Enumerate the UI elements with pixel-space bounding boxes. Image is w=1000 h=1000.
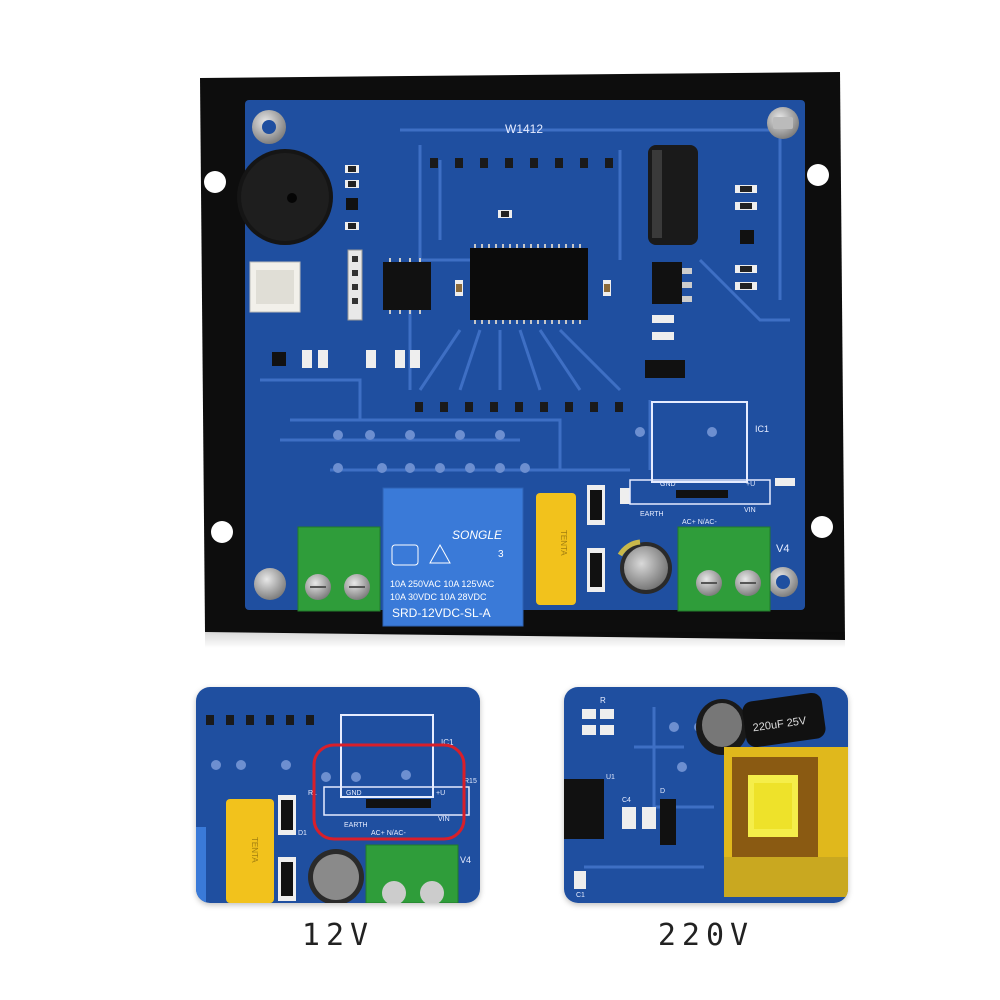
inset-220uf-capacitor [742, 692, 826, 748]
relay-rating-2: 10A 30VDC 10A 28VDC [390, 592, 487, 602]
top-pin-row [430, 158, 613, 168]
main-ic [470, 248, 588, 320]
inset-v4-label: V4 [460, 855, 471, 865]
ac-label: AC+ N/AC- [682, 519, 717, 526]
bottom-pin-row [415, 402, 623, 412]
relay-rating-1: 10A 250VAC 10A 125VAC [390, 579, 495, 589]
board-model-label: W1412 [505, 122, 543, 136]
inset-12v-photo: IC1 GND +U EARTH VIN AC+ N/AC- R15 R1 D1… [196, 687, 480, 903]
gnd-label: GND [660, 481, 676, 488]
inset-220v-photo: R U1 C4 D C1 220uF 25V [564, 687, 848, 903]
bracket-hole [807, 164, 829, 186]
inset-c1-label: C1 [576, 892, 585, 899]
caption-12v: 12V [301, 918, 375, 953]
bracket-hole [811, 516, 833, 538]
inset-r-label: R [600, 696, 606, 705]
inset-d1-label: D1 [298, 830, 307, 837]
fuse [536, 493, 576, 605]
pcb-traces [260, 128, 790, 472]
small-ic [383, 262, 431, 310]
highlight-ring [312, 743, 466, 841]
bracket-hole [204, 171, 226, 193]
inset-vin-label: VIN [438, 816, 450, 823]
inset-plus-label: +U [436, 790, 445, 797]
relay-part: SRD-12VDC-SL-A [392, 606, 491, 620]
voltage-regulator [652, 262, 682, 304]
plus-u-label: +U [746, 481, 755, 488]
terminal-block-left [297, 526, 381, 612]
inset-fuse [226, 799, 274, 903]
vin-label: VIN [744, 507, 756, 514]
fuse-text: TENTA [559, 530, 568, 556]
inset-c4-label: C4 [622, 797, 631, 804]
bracket-hole [211, 521, 233, 543]
inset-ic1-label: IC1 [441, 738, 454, 747]
relay-brand: SONGLE [452, 528, 503, 542]
main-board-photo: W1412 [200, 72, 845, 648]
inset-gnd-label: GND [346, 790, 362, 797]
relay [382, 487, 524, 627]
earth-label: EARTH [640, 511, 664, 518]
screw [254, 568, 286, 600]
inset-u1-label: U1 [606, 774, 615, 781]
pcb-vias [333, 427, 717, 473]
power-select-jumper [629, 479, 771, 505]
inset-220v-svg: R U1 C4 D C1 220uF 25V [564, 687, 848, 903]
relay-cert: 3 [498, 549, 504, 560]
inset-12v-svg: IC1 GND +U EARTH VIN AC+ N/AC- R15 R1 D1… [196, 687, 480, 903]
ic1-footprint [651, 401, 748, 483]
inset-r15-label: R15 [464, 778, 477, 785]
inset-d-label: D [660, 788, 665, 795]
inset-fuse-text: TENTA [250, 837, 259, 863]
inset-earth-label: EARTH [344, 822, 368, 829]
inset-ac-label: AC+ N/AC- [371, 830, 406, 837]
v4-label: V4 [776, 543, 789, 555]
ic1-label: IC1 [755, 424, 769, 434]
terminal-block-right [677, 526, 771, 612]
caption-220v: 220V [657, 918, 755, 953]
main-board-svg: W1412 [200, 72, 845, 648]
smd-components [272, 165, 795, 504]
